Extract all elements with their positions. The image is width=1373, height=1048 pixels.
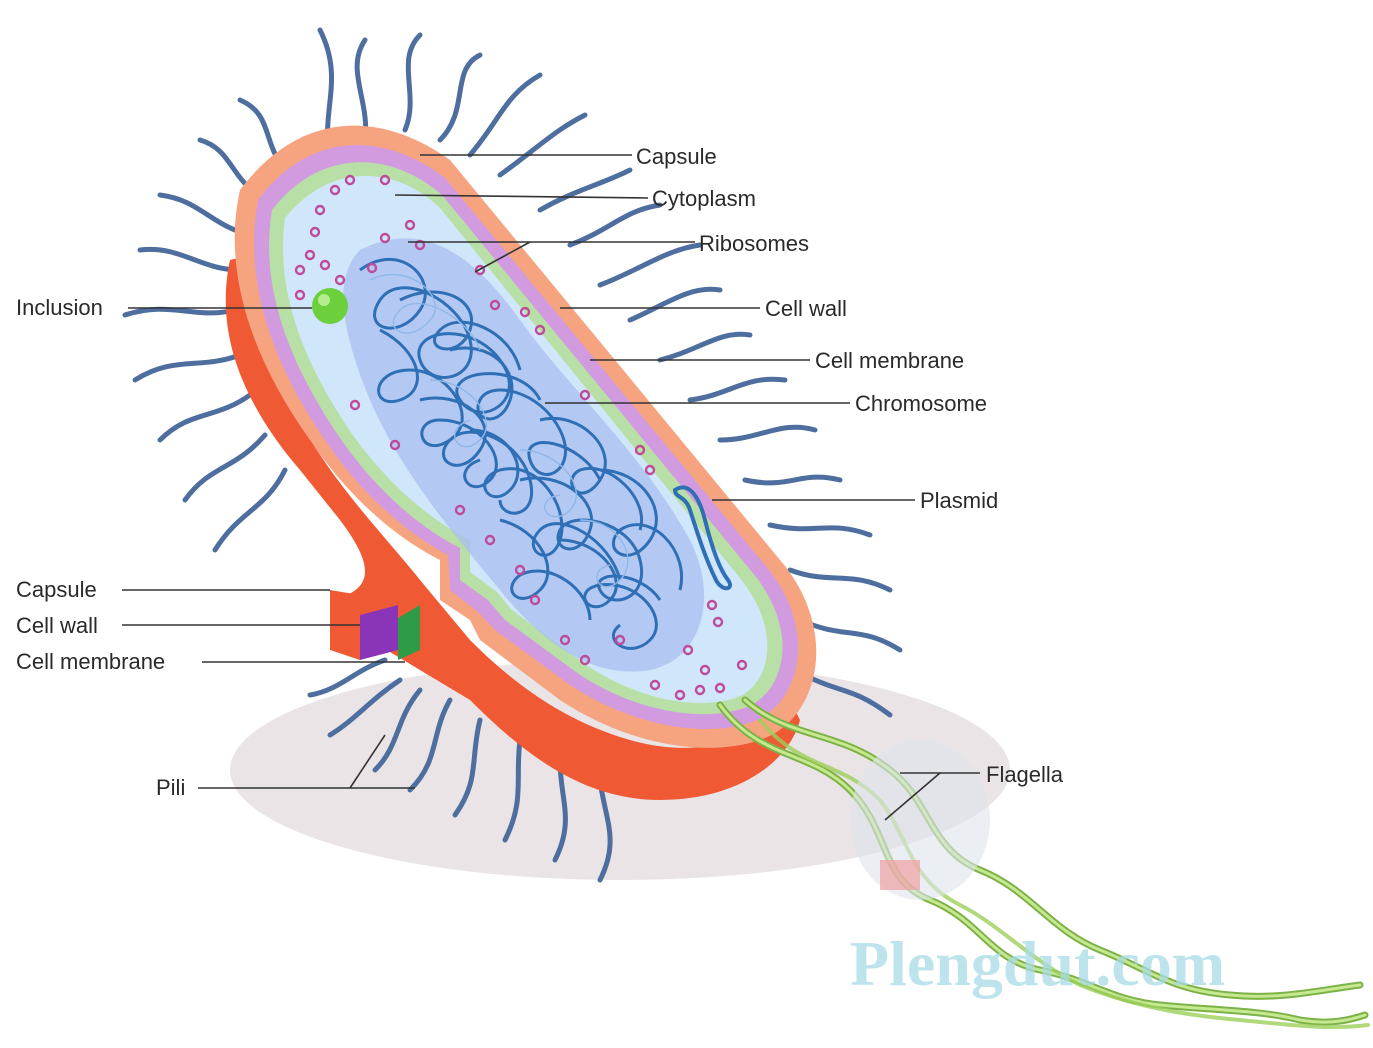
label-ribosomes: Ribosomes — [699, 231, 809, 256]
watermark-text: Plengdut.com — [850, 928, 1225, 999]
label-plasmid: Plasmid — [920, 488, 998, 513]
label-cell-membrane-left: Cell membrane — [16, 649, 165, 674]
label-capsule-right: Capsule — [636, 144, 717, 169]
label-inclusion: Inclusion — [16, 295, 103, 320]
inclusion-body — [312, 288, 348, 324]
label-pili: Pili — [156, 775, 185, 800]
label-cell-wall-right: Cell wall — [765, 296, 847, 321]
label-cytoplasm: Cytoplasm — [652, 186, 756, 211]
label-cell-wall-left: Cell wall — [16, 613, 98, 638]
label-chromosome: Chromosome — [855, 391, 987, 416]
label-capsule-left: Capsule — [16, 577, 97, 602]
label-flagella: Flagella — [986, 762, 1064, 787]
label-cell-membrane-right: Cell membrane — [815, 348, 964, 373]
